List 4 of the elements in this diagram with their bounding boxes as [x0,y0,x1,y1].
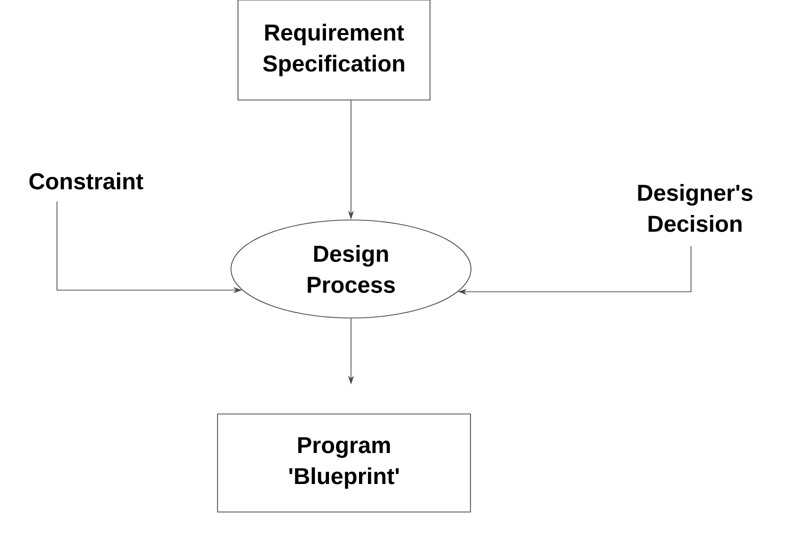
process-box: Program 'Blueprint' [217,414,471,512]
input-label: Constraint [29,172,144,190]
input-label: Designer's Decision [638,184,752,232]
process-box: Requirement Specification [238,0,430,100]
